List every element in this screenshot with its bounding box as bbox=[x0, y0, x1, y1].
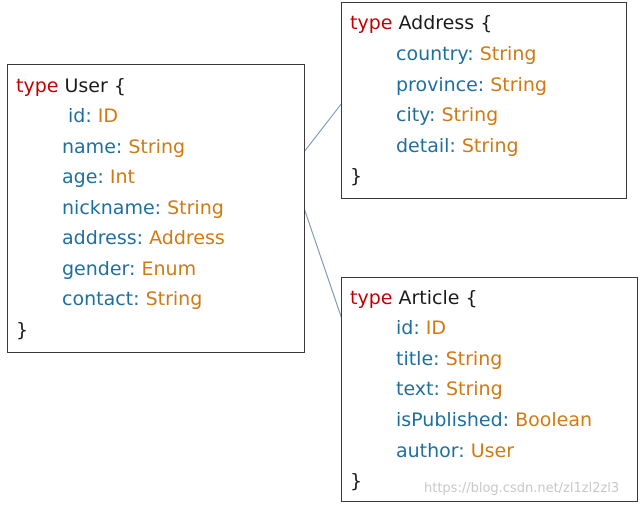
field-name: text bbox=[396, 378, 434, 400]
field-row: name: String bbox=[62, 136, 186, 158]
field-name: province bbox=[396, 74, 478, 96]
field-name: detail bbox=[396, 135, 450, 157]
close-brace: } bbox=[350, 470, 363, 492]
field-name: contact bbox=[62, 288, 134, 310]
type-box-article: type Article { id: ID title: String text… bbox=[341, 277, 638, 502]
field-row: author: User bbox=[396, 440, 515, 462]
field-type: String bbox=[145, 288, 203, 310]
open-brace: { bbox=[465, 287, 478, 309]
type-header-user: type User { bbox=[16, 71, 126, 102]
field-type: Enum bbox=[141, 258, 197, 280]
watermark: https://blog.csdn.net/zl1zl2zl3 bbox=[424, 481, 620, 496]
field-name: name bbox=[62, 136, 116, 158]
field-type: String bbox=[445, 348, 503, 370]
field-type: String bbox=[490, 74, 547, 96]
field-name: author bbox=[396, 440, 459, 462]
field-row: text: String bbox=[396, 378, 503, 400]
type-header-address: type Address { bbox=[350, 8, 492, 39]
field-row: address: Address bbox=[62, 227, 225, 249]
field-type: String bbox=[167, 197, 224, 219]
field-row: province: String bbox=[396, 74, 547, 96]
field-row: title: String bbox=[396, 348, 503, 370]
type-name: User bbox=[64, 75, 108, 97]
field-type: String bbox=[128, 136, 186, 158]
field-type: String bbox=[441, 104, 499, 126]
field-name: address bbox=[62, 227, 137, 249]
type-name: Article bbox=[398, 287, 460, 309]
field-name: age bbox=[62, 166, 98, 188]
field-type: ID bbox=[425, 317, 447, 339]
field-type: User bbox=[470, 440, 515, 462]
field-row: country: String bbox=[396, 43, 537, 65]
open-brace: { bbox=[113, 75, 126, 97]
field-row: isPublished: Boolean bbox=[396, 409, 593, 431]
field-row: id: ID bbox=[68, 105, 119, 127]
field-name: title bbox=[396, 348, 434, 370]
field-row: nickname: String bbox=[62, 197, 224, 219]
field-row: age: Int bbox=[62, 166, 135, 188]
field-name: isPublished bbox=[396, 409, 503, 431]
field-row: detail: String bbox=[396, 135, 519, 157]
close-brace: } bbox=[16, 319, 29, 341]
close-brace-row: } bbox=[350, 161, 362, 192]
open-brace: { bbox=[480, 12, 493, 34]
close-brace-row: } bbox=[16, 315, 28, 346]
field-type: String bbox=[445, 378, 503, 400]
field-name: gender bbox=[62, 258, 130, 280]
field-type: String bbox=[479, 43, 537, 65]
type-keyword: type bbox=[350, 12, 393, 34]
field-type: Boolean bbox=[515, 409, 593, 431]
field-name: country bbox=[396, 43, 468, 65]
type-keyword: type bbox=[350, 287, 393, 309]
field-type: String bbox=[461, 135, 519, 157]
field-row: gender: Enum bbox=[62, 258, 197, 280]
field-name: nickname bbox=[62, 197, 155, 219]
close-brace: } bbox=[350, 165, 363, 187]
field-row: city: String bbox=[396, 104, 499, 126]
field-type: Int bbox=[109, 166, 135, 188]
type-header-article: type Article { bbox=[350, 283, 478, 314]
type-keyword: type bbox=[16, 75, 59, 97]
field-name: city bbox=[396, 104, 430, 126]
field-row: id: ID bbox=[396, 317, 447, 339]
field-type: Address bbox=[149, 227, 225, 249]
field-type: ID bbox=[97, 105, 119, 127]
field-name: id bbox=[396, 317, 414, 339]
field-row: contact: String bbox=[62, 288, 203, 310]
field-name: id bbox=[68, 105, 86, 127]
close-brace-row: } bbox=[350, 466, 362, 497]
type-box-address: type Address { country: String province:… bbox=[341, 2, 627, 199]
type-box-user: type User { id: ID name: String age: Int… bbox=[7, 64, 305, 353]
type-name: Address bbox=[398, 12, 475, 34]
